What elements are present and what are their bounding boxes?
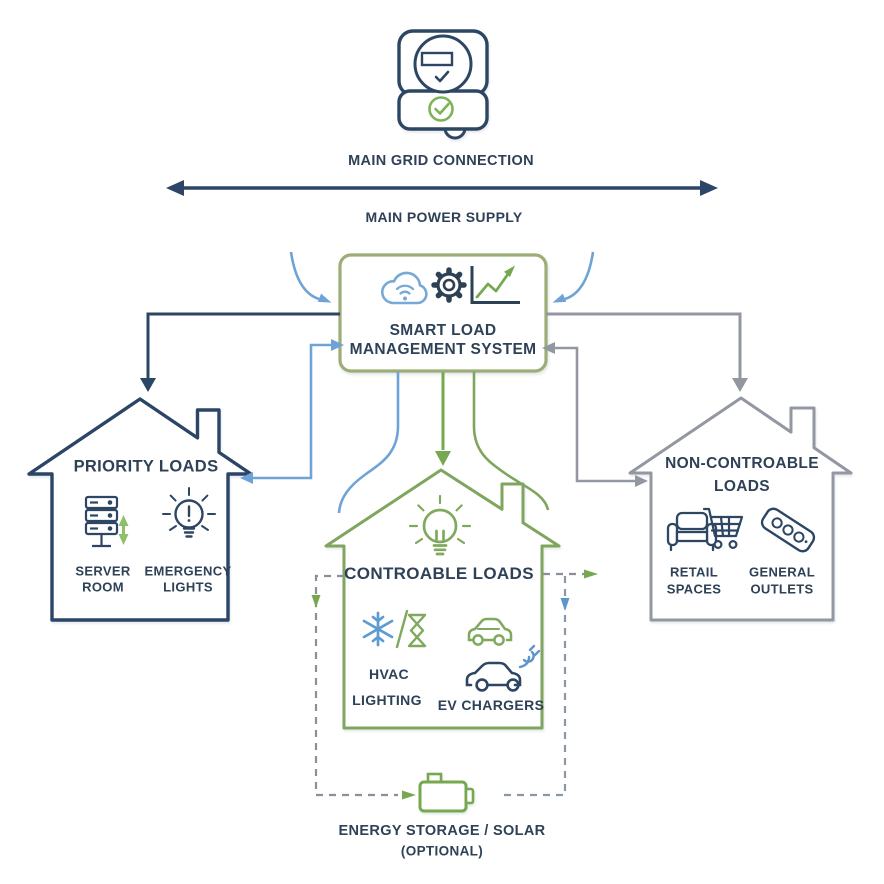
car-icon: [467, 617, 513, 646]
priority-house-outline: [27, 397, 253, 622]
ev-car-charger-icon: [465, 644, 541, 692]
retail-spaces-label-line2: SPACES: [666, 581, 722, 597]
hourglass-icon: [395, 609, 427, 649]
emergency-lights-label-line1: EMERGENCY: [144, 563, 232, 579]
ev-chargers-label: EV CHARGERS: [437, 697, 545, 713]
dashed-path-left-to-storage: [311, 574, 416, 800]
emergency-bulb-icon: [162, 487, 216, 538]
general-outlets-label-line2: OUTLETS: [750, 581, 814, 597]
connector-noncontrollable-box-feedback: [542, 342, 648, 487]
sweep-curve-right: [472, 372, 550, 511]
smart-meter-icon: [397, 29, 489, 140]
connector-priority-box-feedback: [240, 339, 344, 484]
general-outlets-label-line1: GENERAL: [748, 564, 816, 580]
connector-box-to-noncontrollable: [546, 312, 748, 392]
energy-storage-label-line1: ENERGY STORAGE / SOLAR: [338, 823, 546, 839]
controllable-loads-title: CONTROABLE LOADS: [344, 564, 534, 583]
snowflake-icon: [362, 611, 394, 647]
power-strip-icon: [760, 507, 816, 553]
sofa-icon: [666, 511, 718, 552]
server-room-label-line2: ROOM: [82, 579, 124, 595]
priority-loads-title: PRIORITY LOADS: [73, 457, 219, 476]
server-rack-icon: [84, 495, 119, 548]
gear-icon: [431, 267, 467, 303]
main-power-arrow: [166, 180, 718, 196]
main-power-supply-label: MAIN POWER SUPPLY: [365, 209, 523, 225]
server-room-label-line1: SERVER: [75, 563, 131, 579]
connector-box-to-controllable: [435, 372, 451, 466]
controllable-house-outline: [324, 468, 561, 730]
smart-system-title-line2: MANAGEMENT SYSTEM: [349, 341, 537, 358]
retail-spaces-label-line1: RETAIL: [669, 564, 719, 580]
emergency-lights-label-line2: LIGHTS: [163, 579, 213, 595]
hvac-label: HVAC: [368, 666, 410, 682]
main-grid-connection-label: MAIN GRID CONNECTION: [348, 153, 534, 169]
growth-chart-icon: [470, 265, 520, 304]
non-controllable-house-outline: [628, 396, 853, 622]
lighting-label: LIGHTING: [352, 692, 422, 708]
curved-arrow-into-box-left: [289, 251, 332, 303]
sweep-curve-left: [337, 372, 400, 514]
curved-arrow-into-box-right: [552, 251, 595, 303]
battery-icon: [418, 772, 475, 813]
smart-system-title-line1: SMART LOAD: [389, 322, 497, 339]
non-controllable-title-line2: LOADS: [714, 478, 770, 495]
updown-arrow-icon: [118, 515, 129, 545]
cloud-wifi-icon: [380, 271, 428, 305]
shopping-cart-icon: [702, 507, 744, 549]
non-controllable-title-line1: NON-CONTROABLE: [665, 455, 819, 472]
dashed-path-right-to-storage: [498, 569, 598, 797]
connector-box-to-priority: [140, 312, 340, 392]
energy-storage-label-line2: (OPTIONAL): [400, 843, 484, 859]
bulb-icon: [408, 494, 472, 556]
